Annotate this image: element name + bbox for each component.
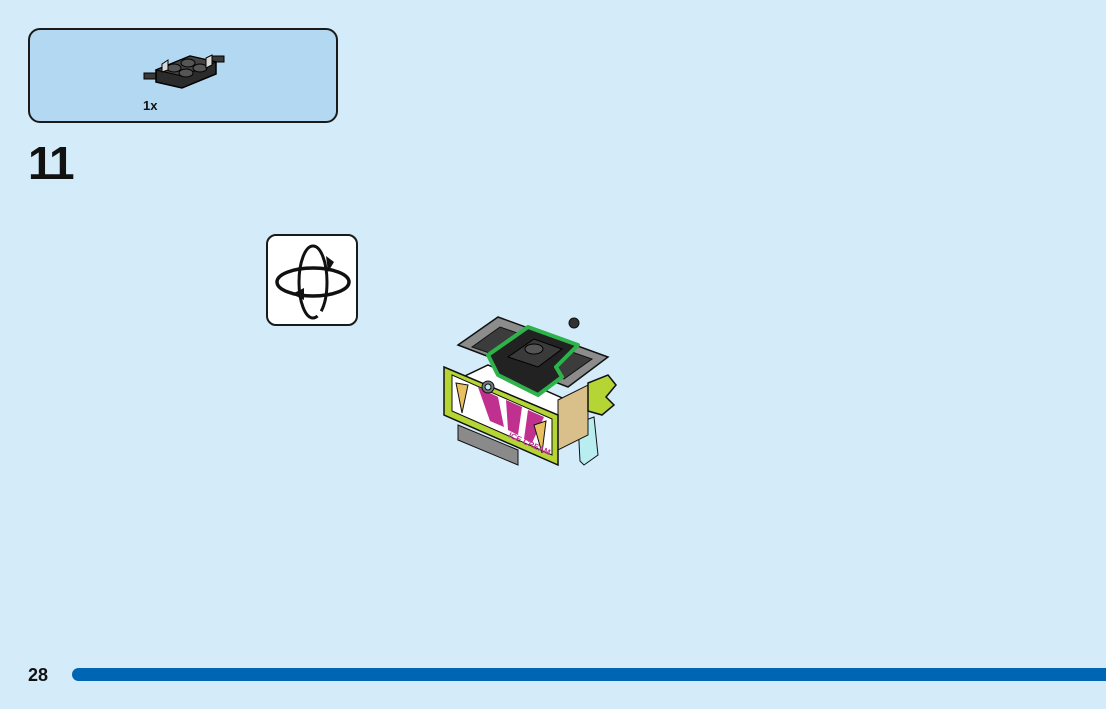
page-number: 28 [28,665,49,685]
plate-with-wheel-holder-icon [142,46,228,99]
rotate-model-callout [266,234,358,326]
assembled-model-illustration: ICE CREAM [438,305,623,485]
parts-list-callout: 1x [28,28,338,123]
page-progress-bar [72,668,1106,681]
step-number: 11 [28,137,75,189]
rotate-model-icon [275,244,351,320]
part-quantity: 1x [143,98,158,113]
